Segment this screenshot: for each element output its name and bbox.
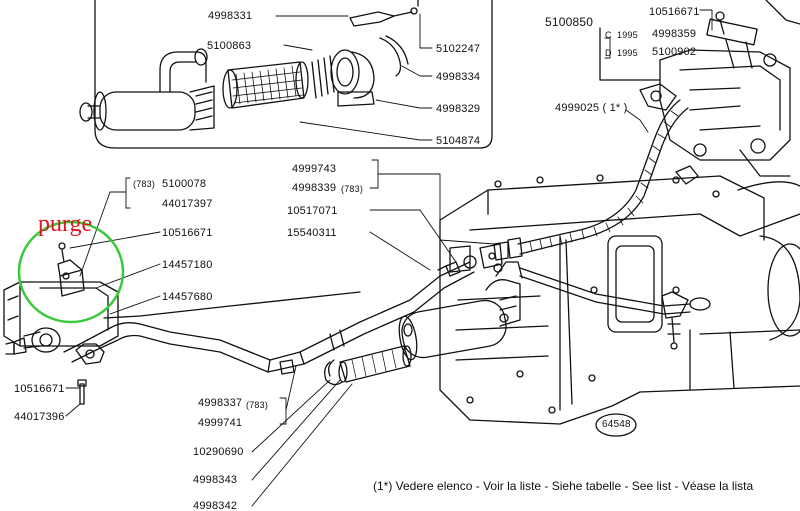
- row-c-part: 4998359: [652, 28, 697, 40]
- inset-filter-body: [79, 48, 215, 131]
- label-4998339: 4998339: [292, 182, 337, 194]
- rubber-hose: [324, 345, 412, 386]
- row-d-part: 5100902: [652, 46, 697, 58]
- label-15540311: 15540311: [287, 227, 337, 239]
- bottom-left-bolt: [77, 379, 87, 405]
- label-10516671-bottom: 10516671: [14, 383, 65, 395]
- row-d-letter: D: [605, 48, 612, 58]
- purge-annotation: purge: [38, 211, 93, 237]
- inset-spring-cap: [311, 7, 418, 107]
- purge-highlight-circle: [17, 220, 125, 324]
- figure-number-frame: [595, 413, 637, 437]
- label-top-bolt: 10516671: [649, 6, 700, 18]
- row-c-letter: C: [605, 30, 612, 40]
- label-5102247: 5102247: [436, 43, 481, 55]
- flexible-pipe: [493, 99, 689, 261]
- label-5100863: 5100863: [207, 40, 252, 52]
- label-5100078: 5100078: [162, 178, 207, 190]
- tag-783-bottom: (783): [246, 400, 269, 410]
- label-4998342: 4998342: [193, 500, 238, 511]
- label-10290690: 10290690: [193, 446, 244, 458]
- label-10516671-left: 10516671: [162, 227, 213, 239]
- row-c-year: 1995: [617, 30, 638, 40]
- tag-783-middle: (783): [341, 184, 364, 194]
- left-valve-body: [3, 242, 119, 355]
- label-4998329: 4998329: [436, 103, 481, 115]
- label-4999741: 4999741: [198, 417, 243, 429]
- filter-cartridge: [398, 261, 523, 361]
- leader-lines: [65, 9, 713, 507]
- figure-number: 64548: [602, 419, 631, 430]
- label-4998331: 4998331: [208, 10, 253, 22]
- row-d-year: 1995: [617, 48, 638, 58]
- label-44017397: 44017397: [162, 198, 213, 210]
- transmission-housing: [439, 165, 800, 425]
- pump-assembly: [599, 0, 800, 177]
- label-14457180: 14457180: [162, 259, 213, 271]
- label-4998334: 4998334: [436, 71, 481, 83]
- inset-filter-element: [222, 61, 309, 109]
- label-10517071: 10517071: [287, 205, 338, 217]
- label-4999025: 4999025 ( 1* ): [555, 102, 628, 114]
- label-4998343: 4998343: [193, 474, 238, 486]
- top-inset-frame: [94, 0, 493, 149]
- footnote-see-list: (1*) Vedere elenco - Voir la liste - Sie…: [373, 479, 754, 493]
- label-14457680: 14457680: [162, 291, 213, 303]
- label-5100850: 5100850: [545, 15, 594, 29]
- label-44017396: 44017396: [14, 411, 65, 423]
- inset-leaders: [275, 13, 433, 141]
- return-pipe-right: [519, 267, 711, 350]
- suction-pipe-lower: [75, 291, 361, 365]
- label-4998337: 4998337: [198, 397, 243, 409]
- label-4999743: 4999743: [292, 163, 337, 175]
- tag-783-left: (783): [133, 179, 156, 189]
- label-5104874: 5104874: [436, 135, 481, 147]
- suction-pipe: [63, 261, 475, 375]
